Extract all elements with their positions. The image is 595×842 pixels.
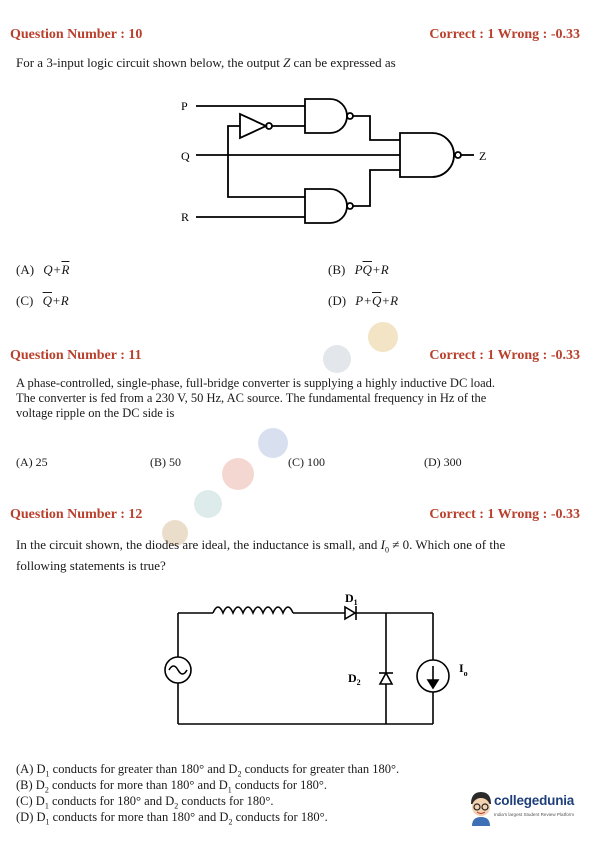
wire-q-branch-bottom [227, 155, 305, 198]
q11-option-c[interactable]: (C) 100 [288, 455, 325, 469]
and-gate-bottom-bubble [346, 202, 354, 210]
q11-option-d[interactable]: (D) 300 [424, 455, 462, 469]
q10-option-c[interactable]: (C) Q+R [16, 293, 69, 308]
and-gate-top-bubble [346, 112, 354, 120]
brand-logo: collegedunia India's largest Student Rev… [468, 788, 593, 828]
current-source-arrow-head [426, 679, 440, 690]
mascot-icon [471, 792, 491, 826]
label-io: Io [459, 661, 468, 678]
watermark-badge-2 [323, 345, 351, 373]
not-gate-bubble [265, 122, 273, 130]
wire-and-bottom-out [353, 169, 400, 207]
nand-gate-output [399, 132, 455, 178]
label-p: P [181, 99, 188, 113]
q12-option-d[interactable]: (D) D1 conducts for more than 180° and D… [16, 810, 328, 827]
q10-marks: Correct : 1 Wrong : -0.33 [429, 27, 580, 42]
q11-option-b[interactable]: (B) 50 [150, 455, 181, 469]
q11-option-a[interactable]: (A) 25 [16, 455, 48, 469]
inductor [212, 606, 294, 616]
brand-tagline: India's largest Student Review Platform [494, 812, 575, 817]
q11-number: Question Number : 11 [10, 348, 142, 363]
q10-option-a[interactable]: (A) Q+R [16, 262, 70, 277]
q10-question-text: For a 3-input logic circuit shown below,… [16, 55, 396, 70]
watermark-badge-1 [368, 322, 398, 352]
nand-gate-output-bubble [454, 151, 462, 159]
label-q: Q [181, 149, 190, 163]
watermark-badge-6 [162, 520, 188, 546]
diode-d2 [378, 671, 394, 685]
wire-and-top-out [353, 115, 400, 141]
q10-logic-circuit: P Q R Z [181, 98, 486, 224]
not-gate [239, 112, 269, 140]
q10-option-d[interactable]: (D) P+Q+R [328, 293, 399, 308]
q11-marks: Correct : 1 Wrong : -0.33 [429, 348, 580, 363]
watermark-badge-4 [222, 458, 254, 490]
brand-name: collegedunia [494, 793, 575, 808]
q10-number: Question Number : 10 [10, 27, 143, 42]
label-r: R [181, 210, 189, 224]
and-gate-top [304, 98, 348, 134]
q12-number: Question Number : 12 [10, 507, 143, 522]
label-d1: D1 [345, 591, 358, 607]
wire-q-branch-top [227, 125, 240, 155]
watermark-badge-5 [194, 490, 222, 518]
watermark-badge-3 [258, 428, 288, 458]
label-d2: D2 [348, 671, 361, 687]
q12-option-b[interactable]: (B) D2 conducts for more than 180° and D… [16, 778, 328, 795]
q12-option-a[interactable]: (A) D1 conducts for greater than 180° an… [16, 762, 400, 779]
q11-question-text: A phase-controlled, single-phase, full-b… [16, 376, 496, 420]
label-z: Z [479, 149, 486, 163]
and-gate-bottom [304, 188, 348, 224]
ac-source-wave [168, 665, 188, 675]
q12-marks: Correct : 1 Wrong : -0.33 [429, 507, 580, 522]
q10-option-b[interactable]: (B) PQ+R [328, 262, 389, 277]
q12-question-text: In the circuit shown, the diodes are ide… [16, 537, 506, 573]
q12-option-c[interactable]: (C) D1 conducts for 180° and D2 conducts… [16, 794, 274, 811]
q12-diode-circuit: D1 D2 Io [164, 591, 468, 725]
diode-d1 [344, 605, 357, 621]
